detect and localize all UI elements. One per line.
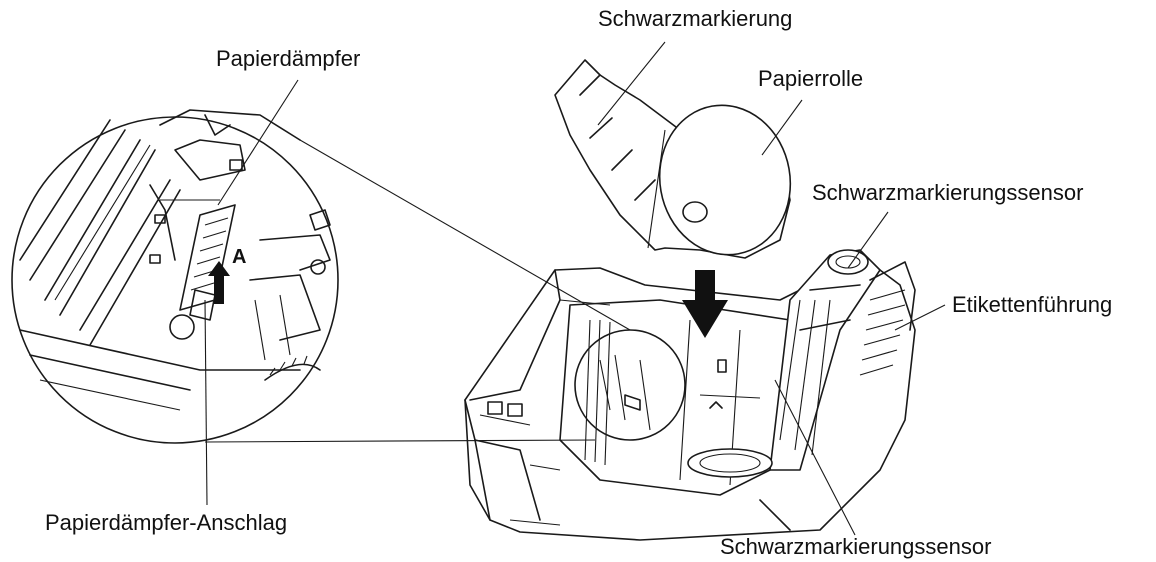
magnified-detail (11, 109, 339, 444)
label-label-guide: Etikettenführung (952, 292, 1113, 317)
label-black-mark: Schwarzmarkierung (598, 6, 793, 31)
label-black-mark-sensor-bottom: Schwarzmarkierungssensor (720, 534, 992, 559)
zoom-line-top (299, 139, 631, 331)
callout-letter: A (232, 246, 247, 268)
label-paper-damper-stop: Papierdämpfer-Anschlag (45, 510, 288, 535)
insert-arrow-icon (682, 270, 728, 338)
label-paper-damper: Papierdämpfer (216, 46, 361, 71)
label-paper-roll: Papierrolle (758, 66, 864, 91)
paper-roll (554, 59, 792, 259)
printer-body (464, 249, 916, 541)
label-black-mark-sensor-top: Schwarzmarkierungssensor (812, 180, 1084, 205)
leader-lines (204, 41, 946, 536)
zoom-line-bottom (204, 439, 596, 443)
